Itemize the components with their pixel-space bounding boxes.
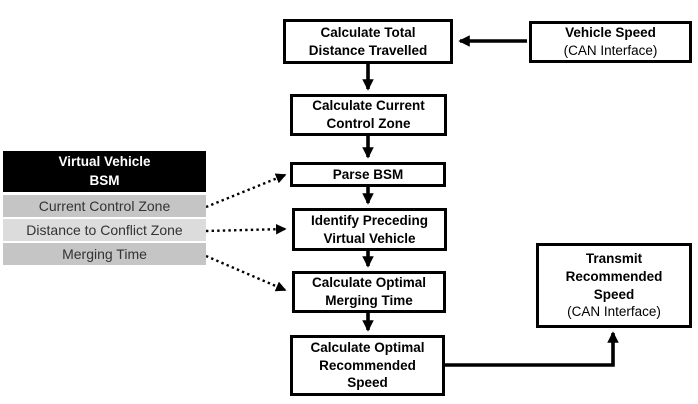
box-transmit-recommended-speed-label: Transmit Recommended Speed [565,250,663,302]
box-parse-bsm-label: Parse BSM [332,166,404,182]
box-calculate-optimal-recommended-speed-label: Calculate Optimal Recommended Speed [310,339,425,391]
bsm-table-row-merging-time: Merging Time [3,243,206,265]
box-calculate-total-distance: Calculate Total Distance Travelled [283,19,453,64]
virtual-vehicle-bsm-table: Virtual Vehicle BSM Current Control Zone… [3,151,206,267]
dotted-arrow-distance-conflict-to-identify [205,223,287,235]
box-parse-bsm: Parse BSM [290,162,446,187]
box-transmit-recommended-speed-sublabel: (CAN Interface) [567,304,661,320]
box-vehicle-speed-sublabel: (CAN Interface) [563,43,658,58]
arrow-calc-recommended-to-transmit [445,331,619,367]
box-identify-preceding-virtual-vehicle-label: Identify Preceding Virtual Vehicle [310,212,429,246]
box-calculate-optimal-merging-time: Calculate Optimal Merging Time [292,271,446,313]
dotted-arrow-merging-time-to-calc-merging [205,254,287,292]
box-transmit-recommended-speed: Transmit Recommended Speed (CAN Interfac… [536,243,692,328]
dotted-arrow-current-control-zone-to-parse-bsm [205,173,287,209]
box-calculate-optimal-recommended-speed: Calculate Optimal Recommended Speed [290,335,445,396]
box-vehicle-speed-label: Vehicle Speed [565,25,656,41]
box-identify-preceding-virtual-vehicle: Identify Preceding Virtual Vehicle [292,208,447,251]
box-calculate-optimal-merging-time-label: Calculate Optimal Merging Time [311,275,427,308]
bsm-table-row-current-control-zone: Current Control Zone [3,195,206,217]
box-calculate-total-distance-label: Calculate Total Distance Travelled [308,24,428,58]
bsm-table-header: Virtual Vehicle BSM [3,151,206,192]
bsm-table-row-distance-to-conflict-zone: Distance to Conflict Zone [3,219,206,241]
box-calculate-current-control-zone-label: Calculate Current Control Zone [312,98,425,131]
box-calculate-current-control-zone: Calculate Current Control Zone [290,94,447,136]
box-vehicle-speed: Vehicle Speed (CAN Interface) [529,21,692,63]
